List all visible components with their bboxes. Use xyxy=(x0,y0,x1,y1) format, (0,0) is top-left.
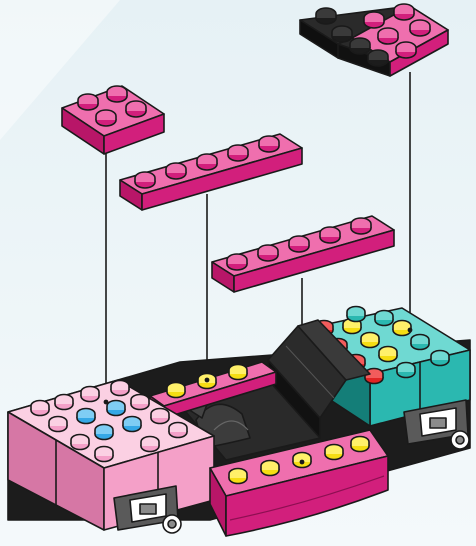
assembly-illustration xyxy=(0,0,476,546)
build-step-diagram xyxy=(0,0,476,546)
